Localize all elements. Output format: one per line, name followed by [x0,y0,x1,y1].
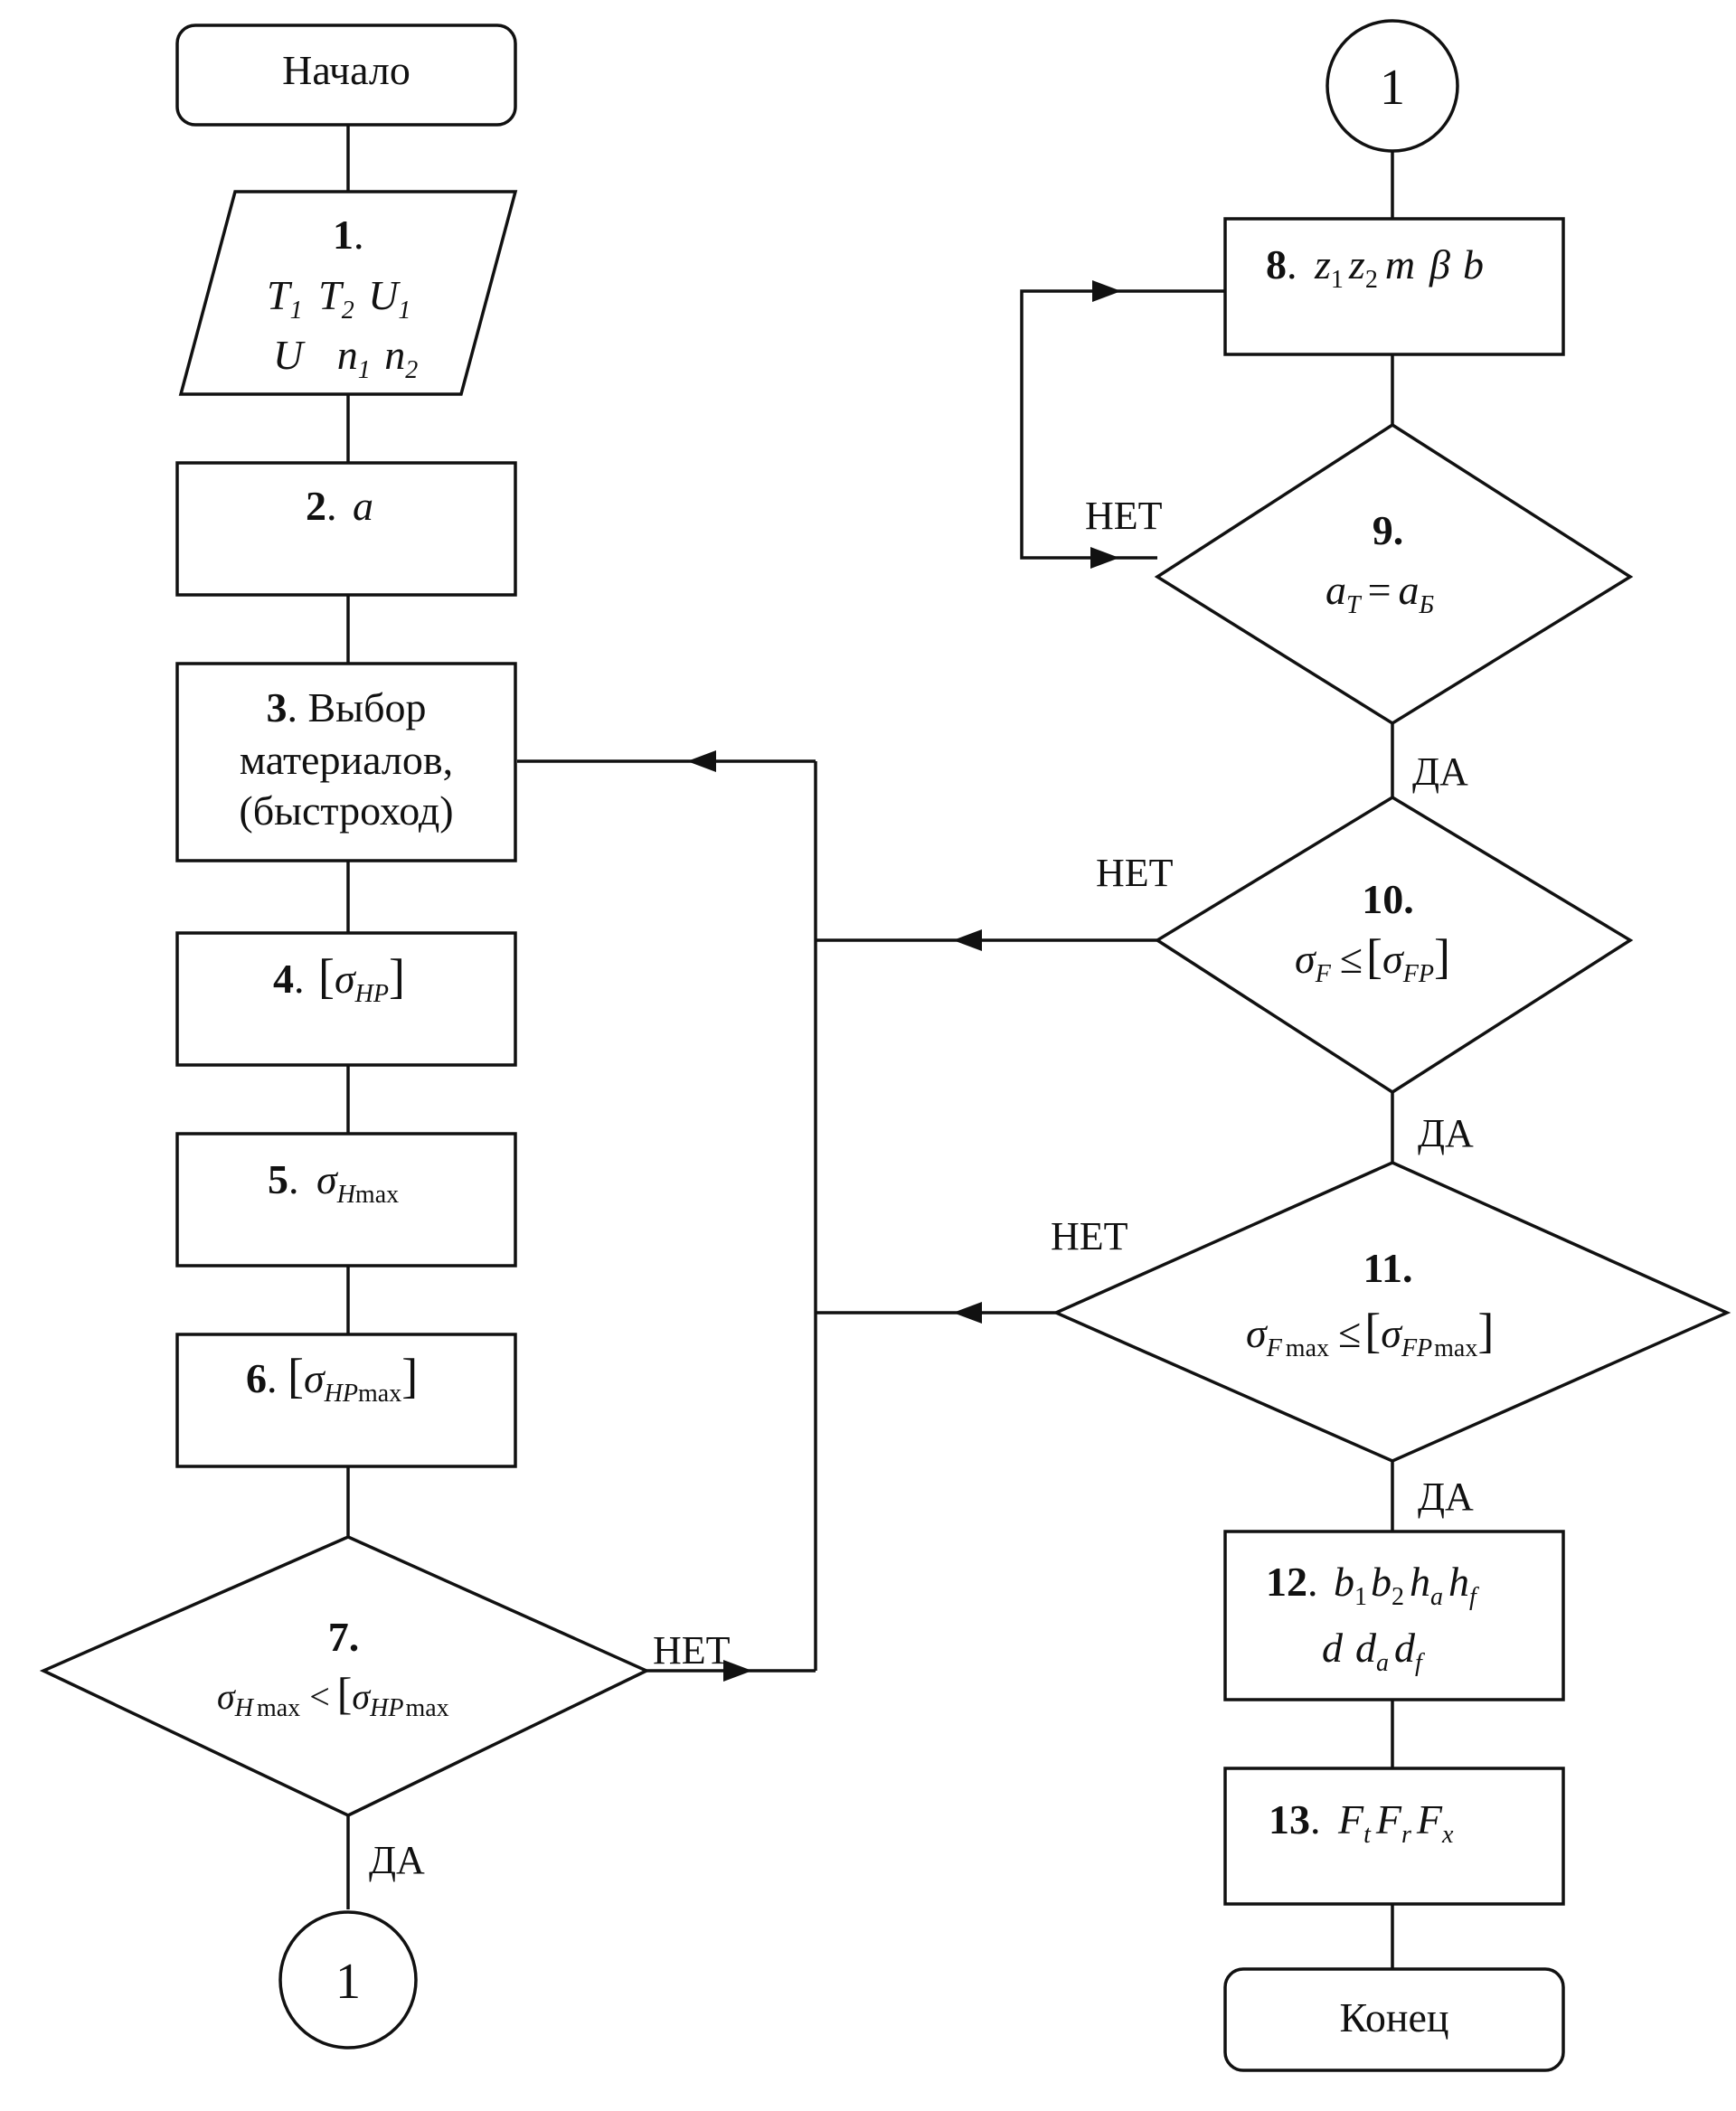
edge-label-yes-11: ДА [1418,1475,1474,1519]
process-block-5 [175,1132,517,1268]
decision-block-7 [39,1535,651,1817]
process-block-2 [175,461,517,597]
edge-label-no-9: НЕТ [1085,494,1163,538]
edge-label-no-10: НЕТ [1096,851,1174,895]
process-block-4 [175,931,517,1067]
connector-1-top [1326,19,1459,153]
loops-to-block3 [517,750,1157,1682]
block6-label: 6. [σHPmax] [246,1349,418,1408]
block2-label: 2. a [306,483,373,529]
block7-number: 7. [328,1614,360,1660]
block3-line3: (быстроход) [239,787,453,834]
decision-block-11 [1052,1161,1731,1463]
block11-number: 11. [1363,1245,1413,1291]
start-label: Начало [282,47,410,93]
edge-label-yes-9: ДА [1412,749,1468,794]
edge-label-no-11: НЕТ [1051,1214,1128,1258]
block4-label: 4. [σHP] [273,949,405,1008]
edge-label-yes-7: ДА [369,1838,425,1882]
process-block-13 [1223,1767,1565,1906]
arrow-loop8-top [1092,280,1121,302]
loop-9-to-8 [1020,280,1225,569]
arrow-from-7 [723,1660,752,1682]
arrow-from-10 [953,929,982,951]
process-block-8 [1223,217,1565,356]
connector-1-bottom-label: 1 [335,1954,361,2010]
block9-number: 9. [1373,507,1404,553]
block1-line2: U n1 n2 [273,332,418,387]
block10-number: 10. [1362,876,1414,922]
end-label: Конец [1339,1994,1448,2040]
start-terminal [175,24,517,127]
connector-1-bottom [278,1910,418,2050]
block3-line2: материалов, [240,737,453,783]
decision-block-10 [1154,795,1634,1095]
connector-1-top-label: 1 [1380,60,1405,116]
end-terminal [1223,1967,1565,2072]
arrow-from-11 [953,1302,982,1324]
block1-line1: T1 T2 U1 [267,272,410,327]
process-block-6 [175,1333,517,1468]
block5-label: 5. σHmax [268,1156,399,1209]
block1-number: 1. [333,212,364,258]
block9-condition: aТ=aБ [1326,567,1434,619]
arrow-loop9-bottom [1090,547,1119,569]
block10-condition: σF≤[σFP] [1295,929,1450,988]
arrow-into-block3 [687,750,716,772]
block3-line1: 3. Выбор [267,684,427,730]
edge-label-no-7: НЕТ [653,1628,731,1673]
input-block-1 [178,190,518,396]
decision-block-9 [1154,422,1634,726]
process-block-3 [175,662,517,862]
edge-label-yes-10: ДА [1418,1111,1474,1155]
process-block-12 [1223,1530,1565,1701]
